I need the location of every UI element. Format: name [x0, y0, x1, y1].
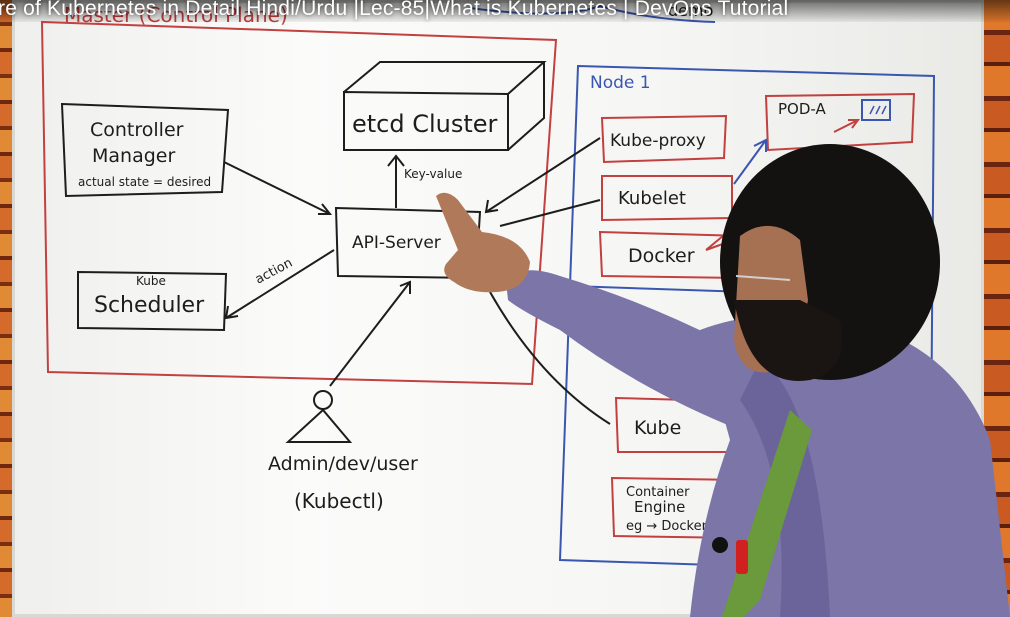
action-label: action: [253, 256, 295, 288]
proxy-to-api-arrow: [484, 137, 601, 214]
svg-text:POD-A: POD-A: [778, 100, 826, 118]
kubelet-to-pod-arrow: [733, 138, 767, 185]
svg-text:Kubelet: Kubelet: [618, 188, 686, 209]
svg-text:Docker: Docker: [628, 245, 695, 267]
controller-manager-box: Controller Manager actual state = desire…: [60, 102, 230, 198]
presenter-beard: [734, 300, 842, 381]
svg-text:actual state = desired: actual state = desired: [78, 175, 211, 189]
container-engine-box: Container Engine eg → Docker: [610, 476, 746, 540]
pod-a-box: POD-A: [764, 92, 916, 152]
svg-text:Controller: Controller: [90, 119, 184, 141]
kubelet-box: Kubelet: [601, 175, 733, 222]
svg-text:API-Server: API-Server: [352, 233, 441, 253]
keyvalue-arrow: [387, 154, 405, 208]
presenter-glasses: [735, 275, 791, 281]
node2-divider: [569, 285, 749, 293]
kube-scheduler-box: Kube Scheduler: [77, 270, 228, 332]
master-box: [40, 20, 558, 386]
svg-text:eg → Docker: eg → Docker: [626, 519, 708, 534]
admin-user-figure: [285, 280, 411, 443]
svg-text:Scheduler: Scheduler: [94, 293, 205, 318]
api-to-scheduler-arrow: [224, 249, 335, 320]
etcd-cluster-box: etcd Cluster: [343, 61, 547, 151]
presenter-pen: [736, 540, 748, 574]
presenter-arm: [506, 270, 760, 430]
svg-text:Engine: Engine: [634, 498, 685, 516]
svg-text:Kube-proxy: Kube-proxy: [610, 131, 706, 151]
presenter-hand: [436, 192, 530, 293]
presenter: [436, 144, 1010, 617]
controller-to-api-arrow: [223, 161, 333, 215]
admin-label: Admin/dev/user: [268, 453, 418, 475]
kubectl-label: (Kubectl): [294, 489, 384, 513]
node1-label: Node 1: [590, 73, 651, 93]
svg-text:Kube: Kube: [136, 274, 166, 288]
keyvalue-label: Key-value: [404, 167, 462, 181]
svg-text:Container: Container: [626, 485, 690, 500]
video-title-bar: re of Kubernetes in Detail Hindi/Urdu |L…: [0, 0, 1010, 22]
video-title: re of Kubernetes in Detail Hindi/Urdu |L…: [0, 0, 789, 20]
presenter-mic: [712, 537, 728, 553]
svg-text:Manager: Manager: [92, 145, 175, 167]
api-to-node2-line: [489, 291, 611, 425]
svg-text:Kube: Kube: [634, 417, 681, 439]
etcd-label: etcd Cluster: [352, 110, 498, 138]
kube-proxy-box: Kube-proxy: [600, 114, 728, 164]
kubelet-to-api-line: [499, 199, 601, 227]
